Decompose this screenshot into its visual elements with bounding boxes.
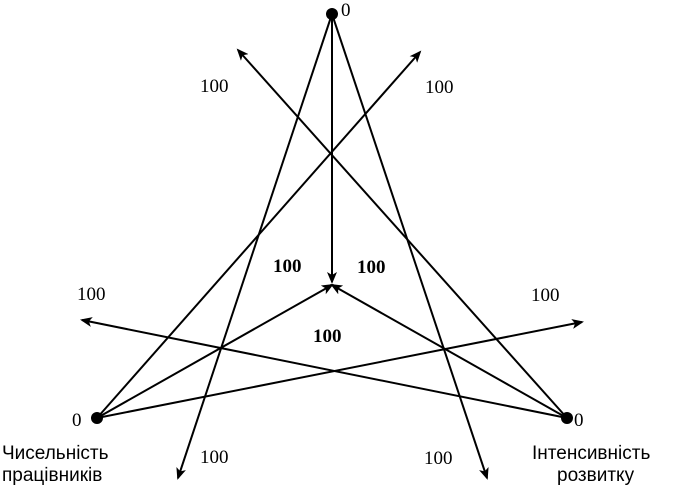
vertex-top-label: 0: [341, 0, 351, 21]
outer-label-right-upper: 100: [531, 285, 560, 306]
line-top-to-bottom-left: [176, 13, 333, 480]
caption-left-line2: працівників: [2, 465, 102, 486]
center-label-right: 100: [357, 257, 386, 278]
caption-left-line1: Чисельність: [2, 443, 109, 464]
line-left-to-top-right: [96, 50, 422, 419]
line-right-to-left-upper: [80, 317, 568, 419]
vertex-top-dot: [326, 8, 338, 20]
outer-label-top-right: 100: [425, 77, 454, 98]
outer-label-left-upper: 100: [77, 284, 106, 305]
line-right-to-top-left: [236, 48, 568, 419]
outer-label-top-left: 100: [200, 76, 229, 97]
center-label-left: 100: [273, 256, 302, 277]
vertex-left-label: 0: [72, 410, 82, 431]
caption-right-line2: розвитку: [557, 465, 635, 486]
line-left-to-right-upper: [96, 319, 584, 419]
vertex-left-dot: [91, 412, 103, 424]
caption-right-line1: Інтенсивність: [532, 443, 650, 464]
outer-label-bottom-left: 100: [200, 447, 229, 468]
center-label-bottom: 100: [313, 326, 342, 347]
line-right-to-center: [330, 284, 568, 419]
outer-label-bottom-right: 100: [424, 448, 453, 469]
vertex-right-dot: [561, 412, 573, 424]
line-top-to-bottom-right: [331, 13, 489, 480]
vertex-right-label: 0: [574, 410, 584, 431]
line-left-to-center: [96, 284, 334, 419]
